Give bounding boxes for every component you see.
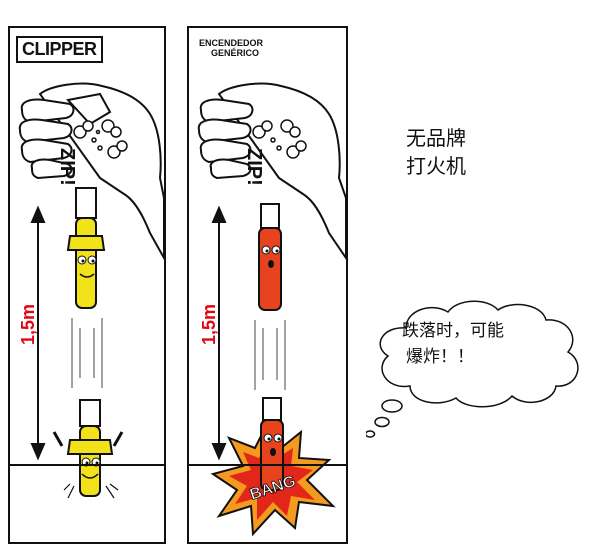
motion-lines [254, 320, 286, 390]
clipper-brand-label: CLIPPER [16, 36, 103, 63]
spark-cloud-icon [73, 119, 128, 159]
thought-bubble [366, 300, 579, 438]
generic-lighter-landed [260, 397, 284, 491]
generic-brand-line1: ENCENDEDOR [199, 38, 264, 48]
generic-lighter-falling [258, 203, 282, 311]
caption-line1: 无品牌 [406, 126, 466, 150]
ground-line [10, 464, 164, 466]
zip-sound-label: ZIP! [243, 148, 265, 186]
drop-height-label: 1,5m [18, 303, 39, 346]
generic-brand-label: ENCENDEDOR GENÉRICO [199, 38, 319, 58]
clipper-lighter-landed [52, 399, 124, 499]
thought-line1: 跌落时，可能 [402, 321, 504, 341]
generic-drop-illustration: BANG [197, 82, 346, 537]
caption-line2: 打火机 [406, 154, 466, 178]
motion-lines [71, 318, 103, 388]
height-arrow [211, 205, 227, 461]
hand-icon [18, 82, 164, 261]
zip-sound-label: ZIP! [56, 148, 78, 186]
thought-line2: 爆炸！！ [406, 347, 474, 367]
thought-bubble-text: 跌落时，可能 爆炸！！ [402, 318, 552, 370]
height-arrow [30, 205, 46, 461]
caption: 无品牌 打火机 [406, 124, 466, 180]
generic-panel: ENCENDEDOR GENÉRICO [187, 26, 348, 544]
hand-icon [197, 82, 346, 260]
drop-height-label: 1,5m [199, 303, 220, 346]
clipper-lighter-falling [66, 187, 106, 309]
clipper-panel: CLIPPER [8, 26, 166, 544]
generic-brand-line2: GENÉRICO [211, 48, 260, 58]
spark-cloud-icon [252, 119, 307, 159]
clipper-drop-illustration [18, 82, 164, 499]
ground-line [189, 464, 346, 466]
